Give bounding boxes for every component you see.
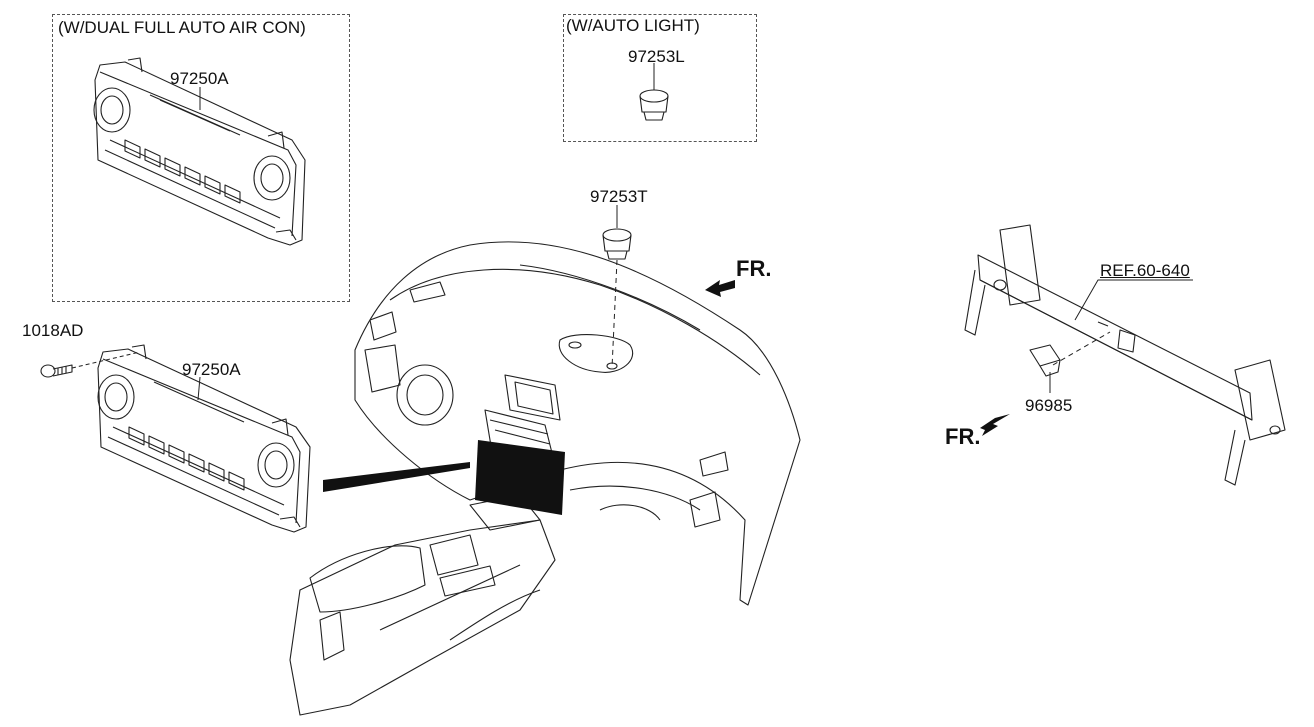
climate-control-panel-main (97, 344, 311, 533)
part-label-97253T: 97253T (590, 187, 648, 206)
center-console (289, 494, 556, 716)
cowl-crossmember (964, 224, 1286, 486)
auto-light-option-caption: (W/AUTO LIGHT) (566, 16, 700, 35)
front-arrow-right-icon (980, 414, 1010, 436)
part-label-97250A-boxed: 97250A (170, 69, 229, 88)
auto-light-option-box (563, 14, 757, 142)
part-label-97250A-main: 97250A (182, 360, 241, 379)
instrument-panel (354, 241, 801, 606)
air-con-option-caption: (W/DUAL FULL AUTO AIR CON) (58, 18, 306, 37)
front-direction-label-right: FR. (945, 424, 981, 449)
reference-label-60-640: REF.60-640 (1100, 261, 1190, 280)
install-pointer-wedge (323, 462, 470, 492)
part-label-1018AD: 1018AD (22, 321, 84, 340)
screw-1018AD (40, 364, 73, 378)
air-con-option-box (52, 14, 350, 302)
front-direction-label-center: FR. (736, 256, 772, 281)
climate-control-panel-boxed (93, 57, 306, 246)
panel-opening (475, 440, 565, 515)
part-label-97253L: 97253L (628, 47, 685, 66)
sensor-97253T (602, 228, 632, 260)
leader-lines (71, 63, 1193, 401)
front-arrow-center-icon (705, 280, 735, 297)
part-label-96985: 96985 (1025, 396, 1073, 415)
sensor-96985 (1029, 344, 1061, 377)
auto-light-sensor-97253L (639, 89, 669, 121)
